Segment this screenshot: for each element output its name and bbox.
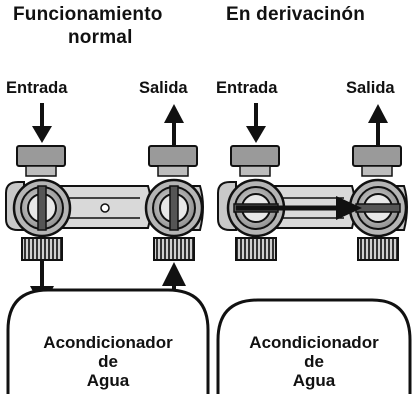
- bypass-outlet-label: Salida: [346, 79, 395, 97]
- normal-tank-label-line3: Agua: [86, 371, 130, 390]
- normal-operation-title-line1: Funcionamiento: [13, 4, 163, 25]
- normal-tank-label-line2: de: [98, 352, 118, 371]
- outlet-arrow-up-icon: [164, 104, 184, 145]
- normal-operation-diagram: [5, 103, 210, 394]
- bypass-inlet-bottom-nut: [235, 237, 277, 261]
- bypass-tank-label-line3: Agua: [292, 371, 336, 390]
- water-softener-tank: [6, 288, 210, 394]
- bypass-operation-diagram: [216, 103, 412, 394]
- bypass-tank-label-line2: de: [304, 352, 324, 371]
- bypass-outlet-bottom-nut: [357, 237, 399, 261]
- bypass-outlet-valve-knob: [348, 178, 408, 238]
- inlet-top-cap: [16, 145, 66, 177]
- normal-operation-title-line2: normal: [68, 27, 133, 48]
- bypass-flow-arrow-icon: [236, 196, 362, 220]
- normal-inlet-label: Entrada: [6, 79, 68, 97]
- normal-tank-label: Acondicionador de Agua: [20, 333, 196, 390]
- bypass-inlet-top-cap: [230, 145, 280, 177]
- normal-tank-label-line1: Acondicionador: [43, 333, 173, 352]
- inlet-bottom-nut: [21, 237, 63, 261]
- outlet-top-cap: [148, 145, 198, 177]
- bypass-tank-label: Acondicionador de Agua: [224, 333, 404, 390]
- bypass-outlet-arrow-up-icon: [368, 104, 388, 145]
- normal-outlet-label: Salida: [139, 79, 188, 97]
- bypass-outlet-top-cap: [352, 145, 402, 177]
- bypass-inlet-label: Entrada: [216, 79, 278, 97]
- bypass-title: En derivacinón: [226, 4, 366, 25]
- outlet-valve-knob: [144, 178, 204, 238]
- inlet-arrow-down-icon: [32, 103, 52, 143]
- bypass-inlet-arrow-down-icon: [246, 103, 266, 143]
- bypass-water-softener-tank: [216, 298, 412, 394]
- inlet-valve-knob: [12, 178, 72, 238]
- bypass-tank-label-line1: Acondicionador: [249, 333, 379, 352]
- outlet-bottom-nut: [153, 237, 195, 261]
